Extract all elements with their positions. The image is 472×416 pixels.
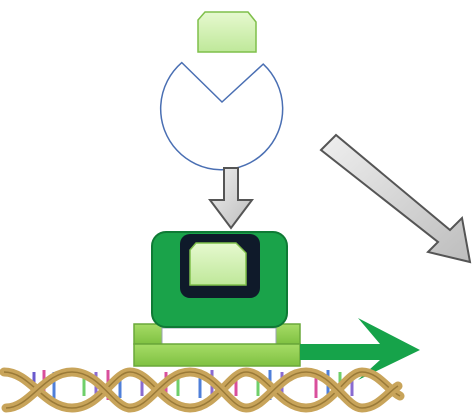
receptor-protein-empty [159,61,284,171]
protein-ligand-complex [151,231,288,328]
transcription-arrow [300,318,420,380]
dna-double-helix [0,367,405,413]
ligand-molecule [197,11,257,53]
dna-binding-platform [133,323,301,367]
outgoing-gray-arrow [319,133,472,264]
binding-arrow [208,167,254,230]
